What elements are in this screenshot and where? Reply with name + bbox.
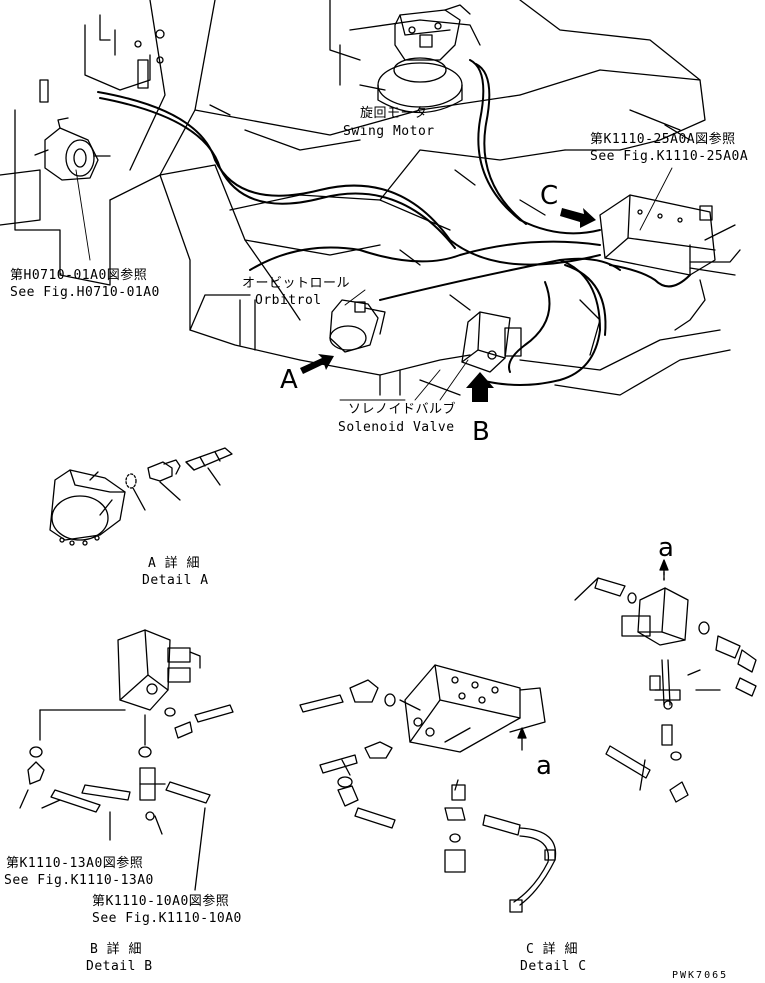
view-arrows — [300, 208, 596, 402]
leader-lines — [75, 167, 673, 401]
steering-pump — [34, 117, 111, 181]
view-letter-b: B — [472, 417, 491, 447]
view-letter-a: A — [280, 365, 299, 395]
detail-a-parts — [49, 447, 233, 546]
ref-k1110-13a0-en: See Fig.K1110-13A0 — [4, 873, 154, 888]
ref-h0710-01a0-jp: 第H0710-01A0図参照 — [10, 268, 148, 283]
orbitrol-label-en: Orbitrol — [255, 293, 322, 308]
detail-b-title-jp: B 詳 細 — [90, 942, 142, 957]
ref-k1110-25a0a-jp: 第K1110-25A0A図参照 — [590, 132, 736, 147]
detail-c-title-jp: C 詳 細 — [526, 942, 578, 957]
drawing-number: PWK7065 — [672, 970, 729, 981]
view-letter-a-lower-top: a — [658, 533, 675, 563]
view-a-arrows — [517, 559, 669, 751]
detail-c-parts — [299, 664, 557, 913]
upper-left-bracket — [39, 14, 165, 103]
main-frame — [0, 0, 731, 396]
solenoid-valve-label-en: Solenoid Valve — [338, 420, 455, 435]
manifold-block-c — [599, 194, 741, 331]
ref-h0710-01a0-en: See Fig.H0710-01A0 — [10, 285, 160, 300]
orbitrol-label-jp: オービットロール — [242, 276, 351, 291]
ref-k1110-25a0a-en: See Fig.K1110-25A0A — [590, 149, 749, 164]
hose-routing — [97, 59, 691, 386]
view-letter-a-lower-mid: a — [536, 751, 553, 781]
detail-c-title-en: Detail C — [520, 959, 587, 974]
ref-k1110-13a0-jp: 第K1110-13A0図参照 — [6, 856, 144, 871]
swing-motor — [377, 4, 471, 114]
detail-a-sub-parts — [574, 565, 757, 803]
solenoid-valve — [461, 311, 522, 373]
ref-k1110-10a0-en: See Fig.K1110-10A0 — [92, 911, 242, 926]
solenoid-valve-label-jp: ソレノイドバルブ — [348, 402, 457, 417]
swing-motor-label-jp: 旋回モータ — [360, 106, 428, 121]
swing-motor-label-en: Swing Motor — [343, 124, 435, 139]
orbitrol — [329, 299, 386, 353]
ref-k1110-10a0-jp: 第K1110-10A0図参照 — [92, 894, 230, 909]
detail-b-title-en: Detail B — [86, 959, 153, 974]
detail-a-title-en: Detail A — [142, 573, 209, 588]
detail-a-title-jp: A 詳 細 — [148, 556, 200, 571]
detail-b-parts — [19, 629, 234, 891]
view-letter-c: C — [540, 181, 559, 211]
